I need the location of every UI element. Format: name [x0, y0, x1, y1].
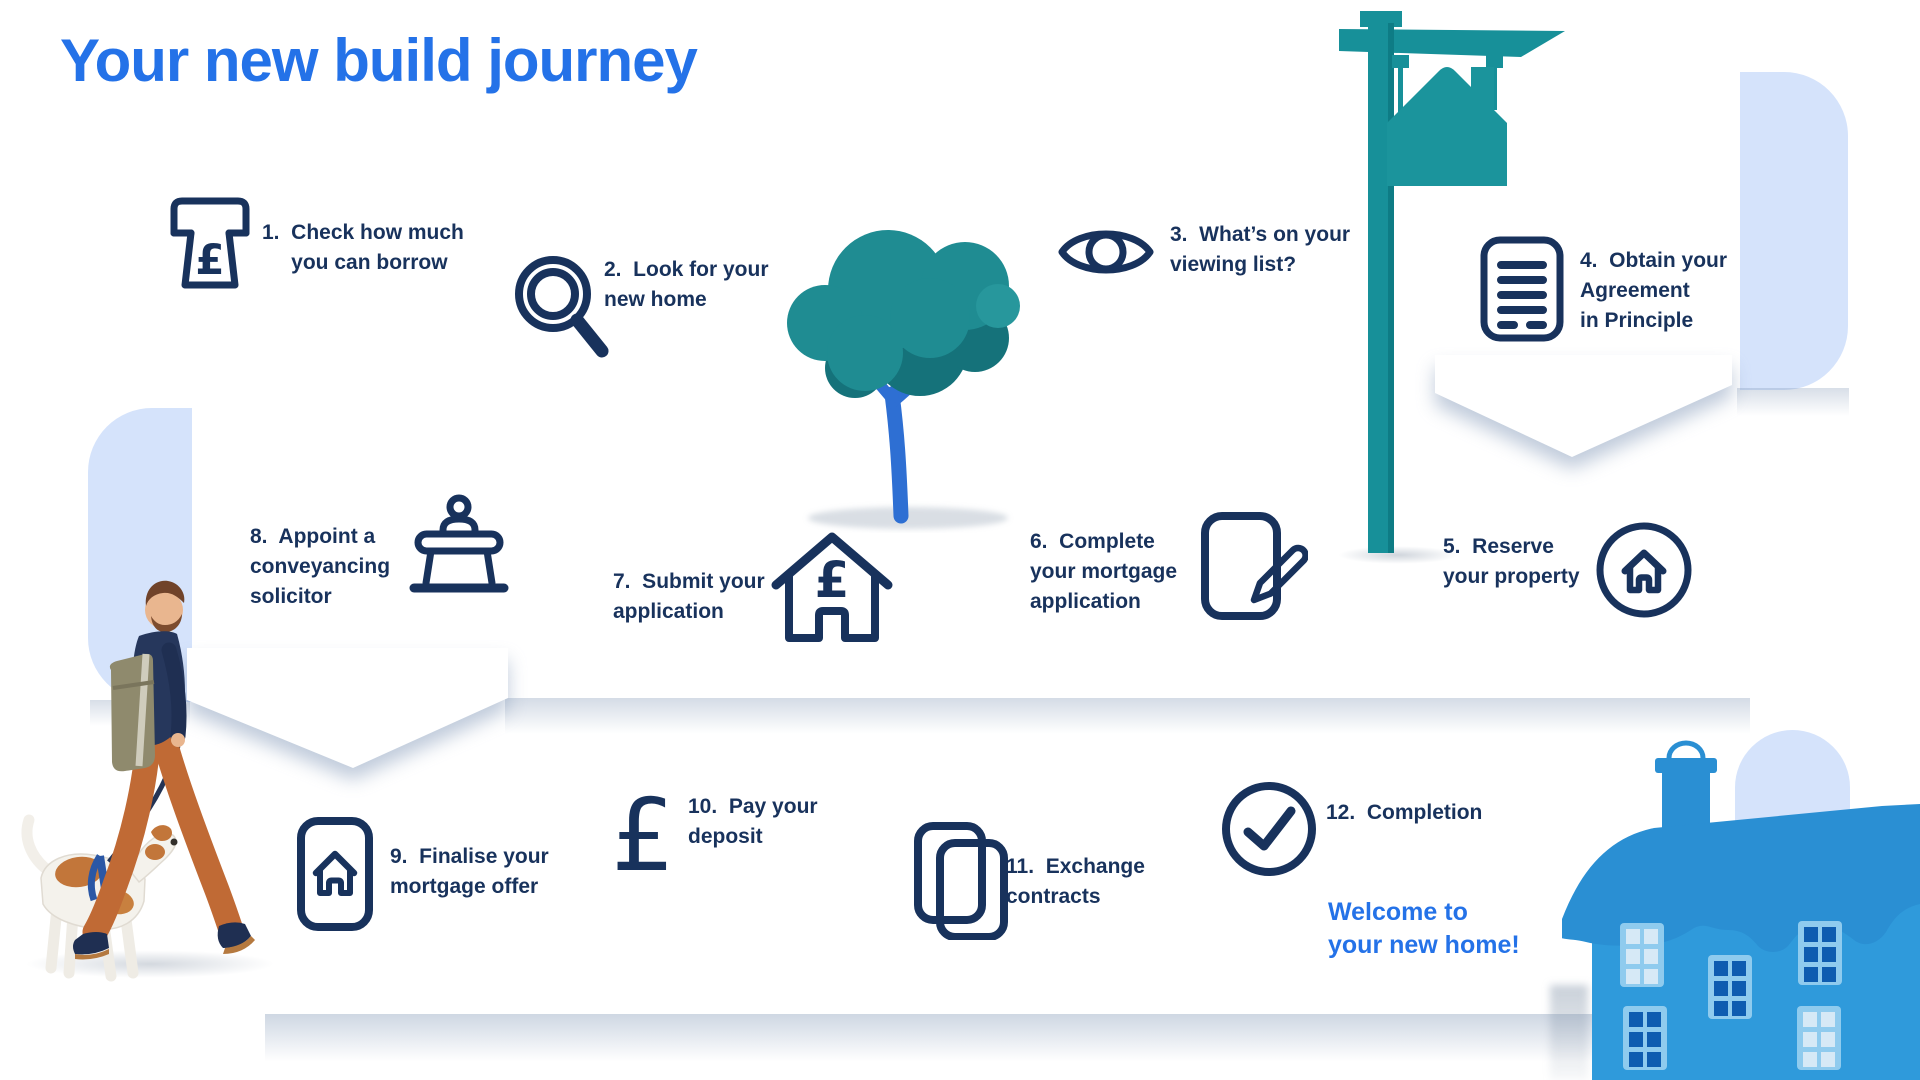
step-12-label: 12. Completion: [1326, 801, 1483, 824]
mortgage-offer-icon: [297, 817, 373, 931]
step-5-label: 5. Reserve your property: [1443, 535, 1580, 588]
step-6-label: 6. Complete your mortgage application: [1030, 530, 1178, 613]
step-2-label: 2. Look for your new home: [604, 258, 769, 311]
ribbon-chevron-middle: [187, 648, 508, 768]
house-pound-icon: £: [771, 532, 893, 642]
ribbon-shadow-bottom: [265, 1014, 1655, 1066]
step-4-label: 4. Obtain your Agreement in Principle: [1580, 249, 1728, 332]
tree-illustration: [787, 230, 1020, 529]
agreement-document-icon: [1480, 236, 1564, 342]
step-7-label: 7. Submit your application: [613, 570, 765, 623]
cash-machine-icon: £: [170, 197, 250, 289]
signpost-illustration: [1339, 11, 1565, 553]
step-8-label: 8. Appoint a conveyancing solicitor: [250, 525, 391, 608]
magnifying-glass-icon: [515, 256, 609, 358]
ribbon-shadow-middle: [505, 698, 1750, 738]
ribbon-cap-top-right: [1740, 72, 1848, 390]
welcome-message: Welcome to your new home!: [1328, 898, 1520, 959]
contracts-icon: [914, 822, 1008, 940]
eye-icon: [1058, 230, 1154, 274]
man-walking-dog-illustration: [21, 580, 255, 982]
svg-text:£: £: [815, 551, 850, 609]
solicitor-desk-icon: [409, 494, 509, 593]
ribbon-chevron-top: [1435, 355, 1732, 457]
step-9-label: 9. Finalise your mortgage offer: [390, 845, 549, 898]
page-title: Your new build journey: [60, 27, 698, 94]
cap-shadow-top-right: [1737, 388, 1849, 416]
house-circle-icon: [1596, 522, 1692, 618]
blue-house-illustration: [1562, 740, 1920, 1080]
svg-text:£: £: [195, 235, 224, 284]
step-10-label: 10. Pay your deposit: [688, 795, 818, 848]
svg-text:£: £: [611, 778, 675, 890]
pound-icon: £: [611, 778, 675, 890]
application-pen-icon: [1201, 512, 1308, 620]
step-11-label: 11. Exchange contracts: [1006, 855, 1145, 908]
step-3-label: 3. What’s on your viewing list?: [1170, 223, 1351, 276]
step-1-label: 1. Check how much you can borrow: [262, 221, 464, 274]
check-circle-icon: [1222, 782, 1316, 876]
